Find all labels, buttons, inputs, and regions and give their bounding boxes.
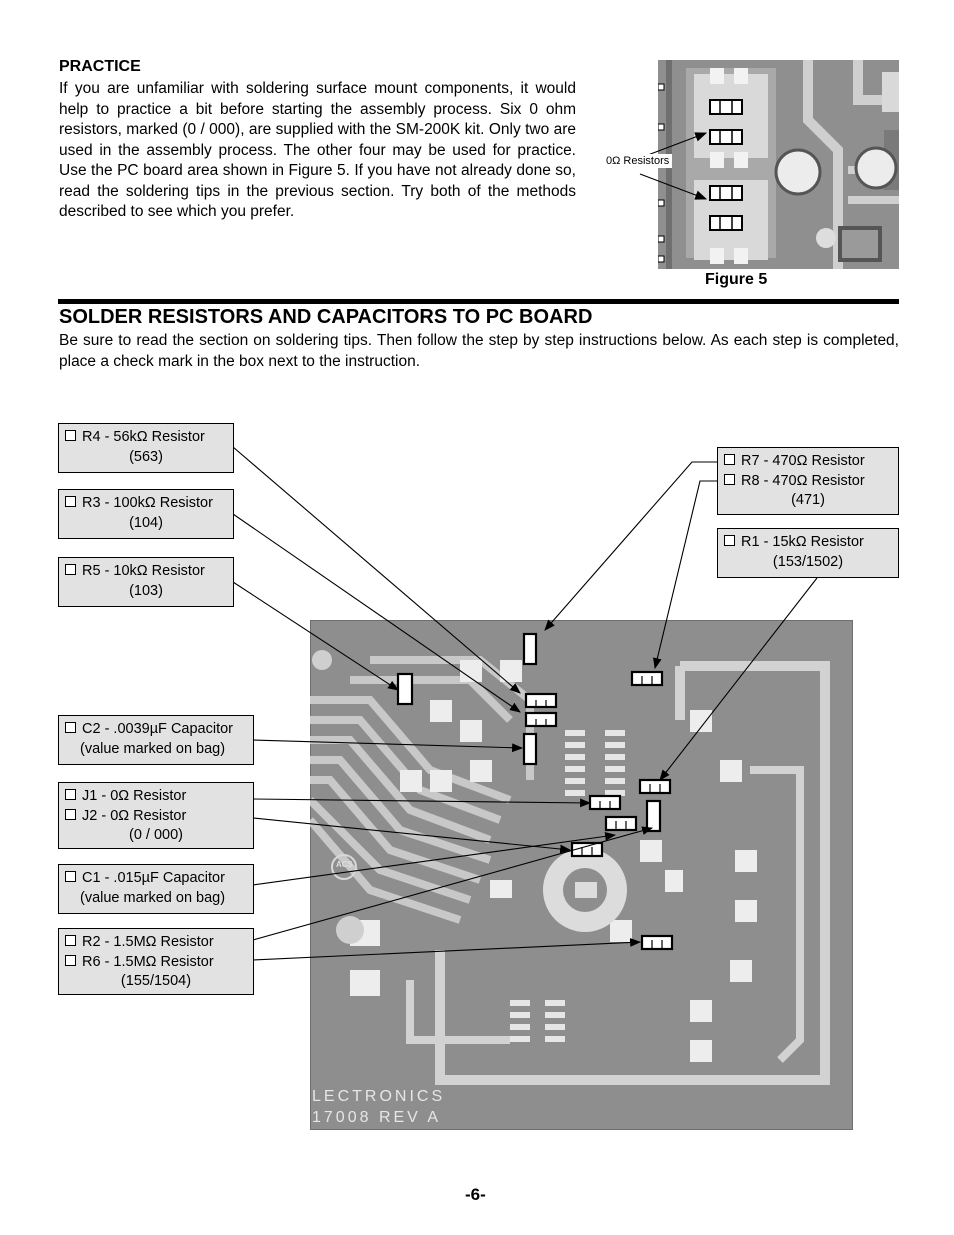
r4-checkbox[interactable] [65, 430, 76, 441]
r5-label-box: R5 - 10kΩ Resistor (103) [58, 557, 234, 607]
r1-label-box: R1 - 15kΩ Resistor (153/1502) [717, 528, 899, 578]
c1-label: C1 - .015µF Capacitor [82, 870, 225, 886]
r8-checkbox[interactable] [724, 473, 735, 485]
r6-label: R6 - 1.5MΩ Resistor [82, 953, 214, 970]
r1-label: R1 - 15kΩ Resistor [741, 534, 864, 550]
figure5-caption: Figure 5 [705, 271, 768, 288]
r7-checkbox[interactable] [724, 454, 735, 465]
r2-checkbox[interactable] [65, 935, 76, 946]
r8-label: R8 - 470Ω Resistor [741, 472, 865, 489]
r4-code: (563) [129, 448, 163, 465]
r2-r6-code: (155/1504) [120, 973, 192, 989]
practice-heading: PRACTICE [59, 58, 141, 75]
r1-code: (153/1502) [772, 553, 844, 570]
r3-label: R3 - 100kΩ Resistor [82, 495, 213, 511]
r4-label-box: R4 - 56kΩ Resistor (563) [58, 423, 234, 473]
section-heading: SOLDER RESISTORS AND CAPACITORS TO PC BO… [59, 306, 593, 328]
c1-checkbox[interactable] [65, 871, 76, 882]
c2-note: (value marked on bag) [80, 740, 226, 757]
r2-label: R2 - 1.5MΩ Resistor [82, 934, 214, 950]
c1-note: (value marked on bag) [80, 889, 226, 906]
j2-label: J2 - 0Ω Resistor [82, 807, 187, 824]
practice-paragraph: If you are unfamiliar with soldering sur… [59, 80, 576, 220]
r5-checkbox[interactable] [65, 564, 76, 575]
j2-checkbox[interactable] [65, 808, 76, 820]
r3-checkbox[interactable] [65, 496, 76, 507]
board-silkscreen-line1: LECTRONICS [312, 1088, 446, 1105]
c1-label-box: C1 - .015µF Capacitor (value marked on b… [58, 864, 254, 914]
c2-label: C2 - .0039µF Capacitor [82, 721, 234, 737]
r3-code: (104) [129, 514, 163, 531]
board-logo-text: ACS [336, 860, 353, 869]
j1-j2-label-box: J1 - 0Ω Resistor J2 - 0Ω Resistor (0 / 0… [58, 782, 254, 849]
section-divider [58, 299, 899, 304]
r7-r8-label-box: R7 - 470Ω Resistor R8 - 470Ω Resistor (4… [717, 447, 899, 515]
c2-checkbox[interactable] [65, 722, 76, 733]
r1-checkbox[interactable] [724, 535, 735, 546]
board-silkscreen-line2: 17008 REV A [312, 1109, 442, 1126]
r7-label: R7 - 470Ω Resistor [741, 453, 865, 469]
figure5-resistors-label: 0Ω Resistors [603, 154, 673, 168]
r4-label: R4 - 56kΩ Resistor [82, 429, 205, 445]
c2-label-box: C2 - .0039µF Capacitor (value marked on … [58, 715, 254, 765]
j1-checkbox[interactable] [65, 789, 76, 800]
r3-label-box: R3 - 100kΩ Resistor (104) [58, 489, 234, 539]
pc-board-photo [310, 620, 853, 1130]
r5-code: (103) [129, 582, 163, 599]
r6-checkbox[interactable] [65, 954, 76, 966]
r7-r8-code: (471) [791, 492, 825, 508]
j-code: (0 / 000) [129, 827, 183, 843]
page-number: -6- [465, 1185, 486, 1204]
r5-label: R5 - 10kΩ Resistor [82, 563, 205, 579]
section-paragraph: Be sure to read the section on soldering… [59, 332, 899, 370]
r2-r6-label-box: R2 - 1.5MΩ Resistor R6 - 1.5MΩ Resistor … [58, 928, 254, 995]
j1-label: J1 - 0Ω Resistor [82, 788, 187, 804]
